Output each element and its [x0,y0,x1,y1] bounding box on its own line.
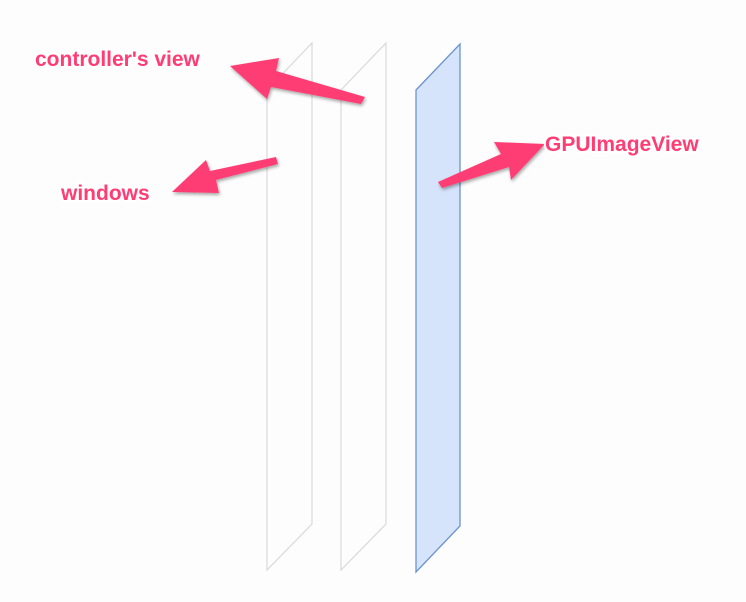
windows-label: windows [60,182,150,205]
gpu-image-view-label: GPUImageView [545,133,699,156]
controller-view-label: controller's view [35,48,201,71]
windows-arrow-icon [172,157,278,193]
controller-view-arrow-icon [230,58,365,104]
gpu-image-view-arrow-icon [438,142,545,188]
gpu-image-view-layer [415,42,461,574]
window-layer [266,41,313,572]
controller-view-layer [340,41,387,572]
